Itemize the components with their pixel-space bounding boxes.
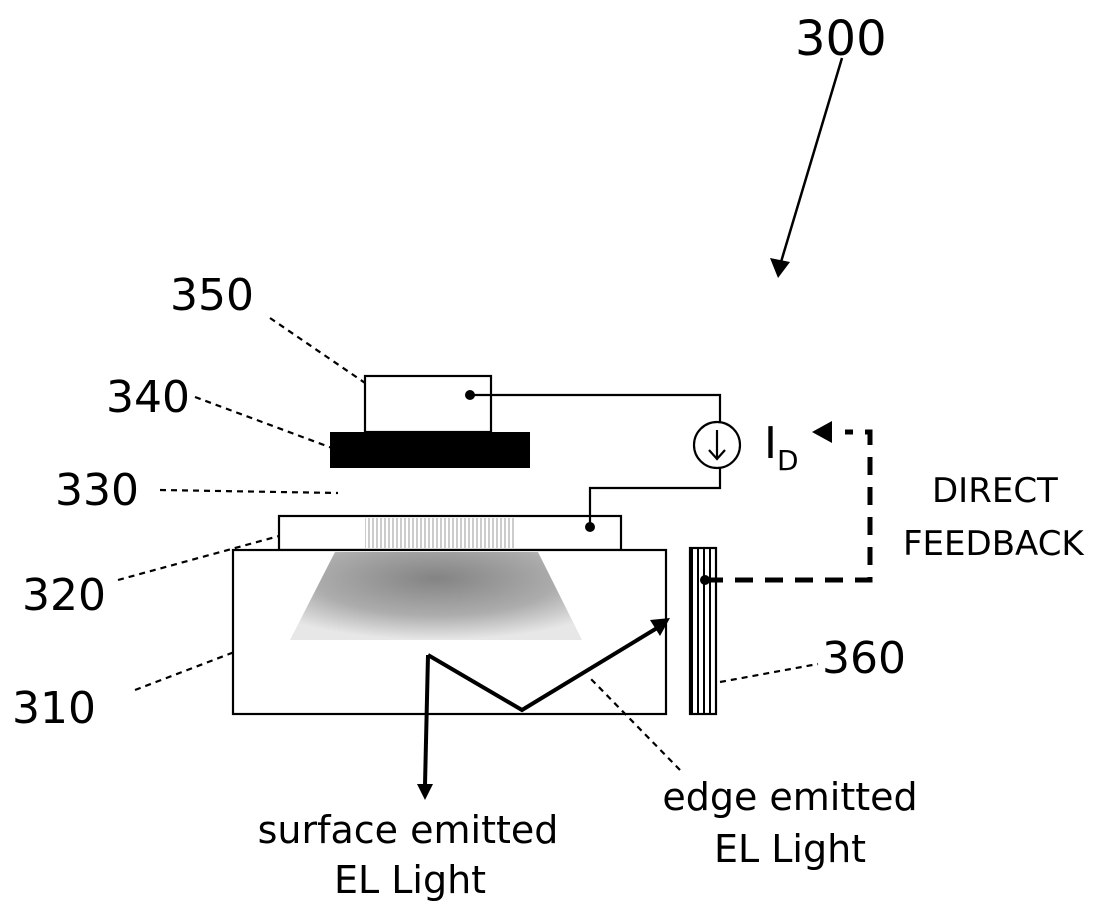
current-source-symbol xyxy=(692,420,742,470)
ref-label-360: 360 xyxy=(822,633,906,684)
component-350-block xyxy=(363,374,493,434)
ref-label-330: 330 xyxy=(55,465,139,516)
component-320-emission-zone xyxy=(365,518,515,548)
feedback-label-line2: FEEDBACK xyxy=(903,524,1085,564)
wire-source-to-320 xyxy=(588,468,722,527)
surface-caption-line1: surface emitted xyxy=(258,808,559,852)
surface-emission-glow xyxy=(290,552,582,640)
surface-emission-ray xyxy=(417,654,433,800)
leader-330 xyxy=(159,488,339,495)
component-360-detector xyxy=(688,546,718,716)
leader-320 xyxy=(117,531,291,582)
leader-350 xyxy=(269,317,369,386)
wire-350-to-source xyxy=(470,393,722,422)
ref-label-340: 340 xyxy=(106,372,190,423)
leader-360 xyxy=(719,662,819,684)
edge-caption-line1: edge emitted xyxy=(662,775,917,819)
edge-emission-ray xyxy=(426,618,670,713)
feedback-label-line1: DIRECT xyxy=(932,471,1058,511)
figure-pointer-arrow xyxy=(770,57,844,278)
current-label: ID xyxy=(764,418,799,477)
leader-340 xyxy=(194,395,333,450)
component-340-plate xyxy=(330,432,530,468)
ref-label-350: 350 xyxy=(170,270,254,321)
surface-caption-line2: EL Light xyxy=(334,858,486,902)
feedback-path xyxy=(705,421,873,583)
ref-label-310: 310 xyxy=(12,683,96,734)
edge-caption-line2: EL Light xyxy=(714,827,866,871)
ref-label-320: 320 xyxy=(22,570,106,621)
